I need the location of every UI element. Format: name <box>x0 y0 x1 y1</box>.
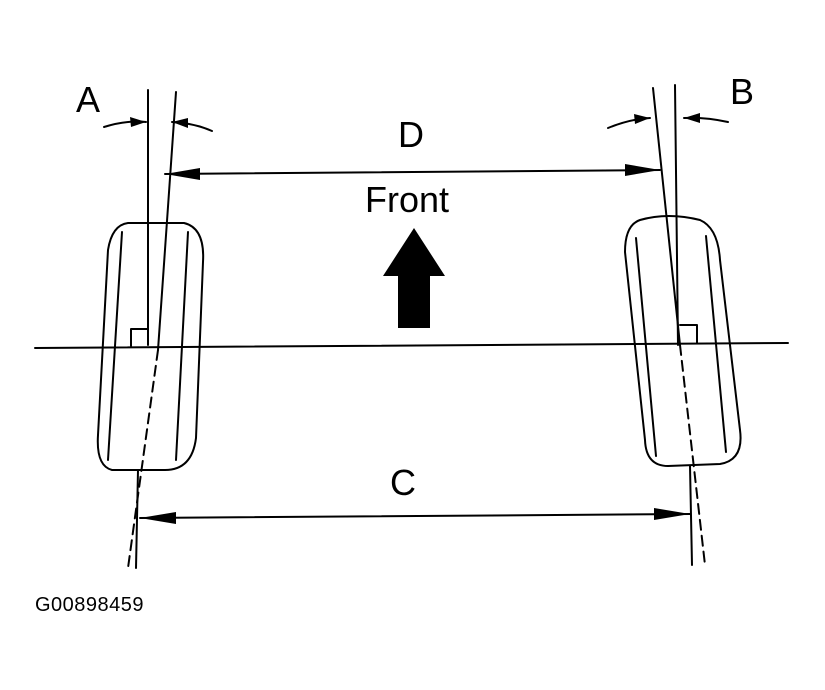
angle-b-arrowhead-left <box>634 114 650 124</box>
right-lower-reference-line <box>689 465 693 566</box>
front-direction-label: Front <box>365 179 450 220</box>
left-wheel-centerline <box>157 91 177 351</box>
left-right-angle-marker <box>130 328 149 347</box>
left-lower-reference-line <box>135 469 139 569</box>
left-wheel-centerline-dashed <box>127 349 159 569</box>
angle-a-arrowhead <box>130 117 146 127</box>
dimension-d-left-arrowhead <box>165 168 200 180</box>
front-direction-arrow-icon <box>383 228 445 328</box>
right-wheel-centerline <box>652 87 681 346</box>
dimension-d-right-arrowhead <box>625 164 660 176</box>
angle-b-label: B <box>730 71 755 112</box>
right-wheel <box>624 215 742 467</box>
angle-a-label: A <box>76 79 101 120</box>
angle-b-arrowhead-right <box>684 113 700 123</box>
figure-id: G00898459 <box>35 594 145 616</box>
axle-centerline <box>34 342 789 349</box>
dimension-c-line <box>139 513 691 519</box>
dimension-d-line <box>164 169 661 175</box>
dimension-c-left-arrowhead <box>140 512 176 524</box>
right-right-angle-marker <box>679 324 698 344</box>
angle-a-arrowhead-right <box>172 118 188 128</box>
right-wheel-centerline-dashed <box>679 344 706 566</box>
right-vertical-reference-line <box>674 84 679 346</box>
dimension-c-label: C <box>390 462 416 503</box>
dimension-d-label: D <box>398 114 424 155</box>
left-wheel <box>96 222 205 471</box>
dimension-c-right-arrowhead <box>654 508 690 520</box>
